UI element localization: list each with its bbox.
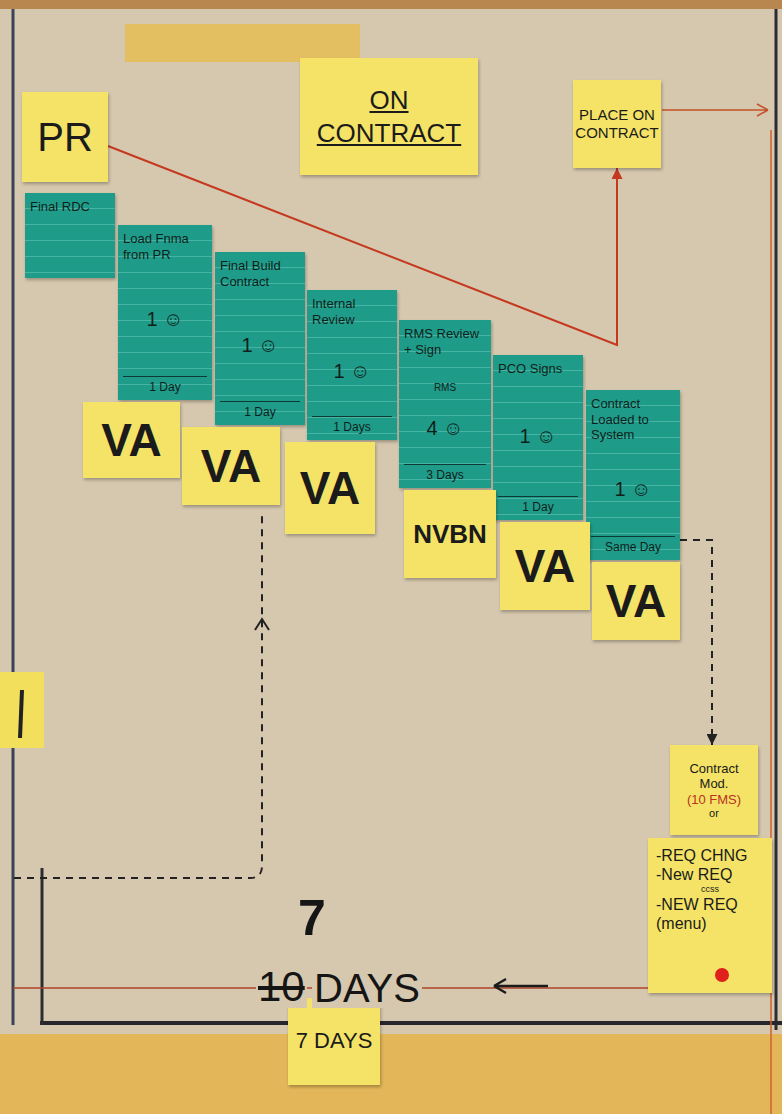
unit-label: DAYS (312, 968, 422, 1008)
frame-line (40, 1021, 782, 1025)
total-note: 7 DAYS (288, 998, 380, 1085)
value-tag: VA (285, 442, 375, 534)
masking-tape (0, 1034, 782, 1114)
value-tag: VA (182, 427, 280, 505)
value-tag: VA (83, 402, 180, 478)
note-text: 1 ☺ (123, 308, 207, 330)
process-card: Internal Review 1 ☺ 1 Days (307, 290, 397, 440)
process-card: Final Build Contract 1 ☺ 1 Day (215, 252, 305, 425)
struck-number: 10 (256, 966, 307, 1008)
step-note: PLACE ON CONTRACT (573, 80, 661, 168)
note-text: 7 DAYS (296, 1029, 373, 1053)
note-text: ccss (656, 884, 764, 895)
dashed-loop (14, 515, 262, 878)
note-text: PLACE ON CONTRACT (575, 106, 658, 142)
note-text: PR (37, 115, 93, 159)
note-text: VA (300, 465, 361, 511)
note-text: Internal Review (312, 296, 392, 327)
masking-tape (125, 24, 360, 62)
note-text: Final RDC (30, 199, 110, 215)
process-card: Final RDC (25, 193, 115, 278)
value-tag: NVBN (404, 490, 496, 578)
frame-line (12, 9, 15, 1025)
heading-note: ON CONTRACT (300, 58, 478, 175)
note-text: -New REQ (656, 865, 764, 884)
process-card: Contract Loaded to System 1 ☺ Same Day (586, 390, 680, 560)
start-note: PR (22, 92, 108, 182)
note-text: ON CONTRACT (306, 84, 472, 149)
trigger-note: Contract Mod.(10 FMS)or (670, 745, 758, 835)
note-text: 1 Day (498, 496, 578, 514)
flow-arrow (662, 104, 768, 116)
wood-frame (0, 0, 782, 9)
process-card: PCO Signs 1 ☺ 1 Day (493, 355, 583, 520)
frame-line (775, 9, 778, 1030)
dashed-connector (680, 540, 712, 745)
total-number: 7 (296, 893, 328, 943)
note-text: VA (606, 578, 667, 624)
note-text: Same Day (591, 536, 675, 554)
note-text: 3 Days (404, 464, 486, 482)
note-text: 1 ☺ (220, 334, 300, 356)
frame-line (41, 868, 44, 1025)
note-text: -REQ CHNG (656, 846, 764, 865)
partial-note-mark (20, 690, 22, 738)
note-text: Final Build Contract (220, 258, 300, 289)
note-text: Contract Mod. (676, 761, 752, 792)
note-text: 1 Day (123, 376, 207, 394)
note-text: VA (101, 417, 162, 463)
note-text: VA (515, 543, 576, 589)
note-text: RMS Review + Sign (404, 326, 486, 357)
value-tag: VA (500, 522, 590, 610)
note-text: 4 ☺ (404, 417, 486, 439)
timeline-arrow (494, 979, 548, 993)
dashed-arrowhead (255, 619, 269, 630)
note-text: NVBN (413, 521, 487, 547)
note-text: Load Fnma from PR (123, 231, 207, 262)
trigger-note: -REQ CHNG-New REQccss-NEW REQ (menu) (648, 838, 772, 993)
note-text: RMS (404, 382, 486, 393)
note-text: Contract Loaded to System (591, 396, 675, 443)
note-text: or (709, 807, 719, 819)
partial-note (0, 672, 44, 748)
note-text: 1 Day (220, 401, 300, 419)
value-tag: VA (592, 562, 680, 640)
note-text: 1 ☺ (498, 425, 578, 447)
note-text: 1 Days (312, 416, 392, 434)
note-text: (10 FMS) (687, 792, 741, 808)
note-text: PCO Signs (498, 361, 578, 377)
note-text: -NEW REQ (menu) (656, 895, 764, 933)
red-dot (715, 968, 729, 982)
note-text: VA (201, 443, 262, 489)
process-card: Load Fnma from PR 1 ☺ 1 Day (118, 225, 212, 400)
process-card: RMS Review + SignRMS 4 ☺ 3 Days (399, 320, 491, 488)
note-text: 1 ☺ (312, 360, 392, 382)
note-text: 1 ☺ (591, 478, 675, 500)
